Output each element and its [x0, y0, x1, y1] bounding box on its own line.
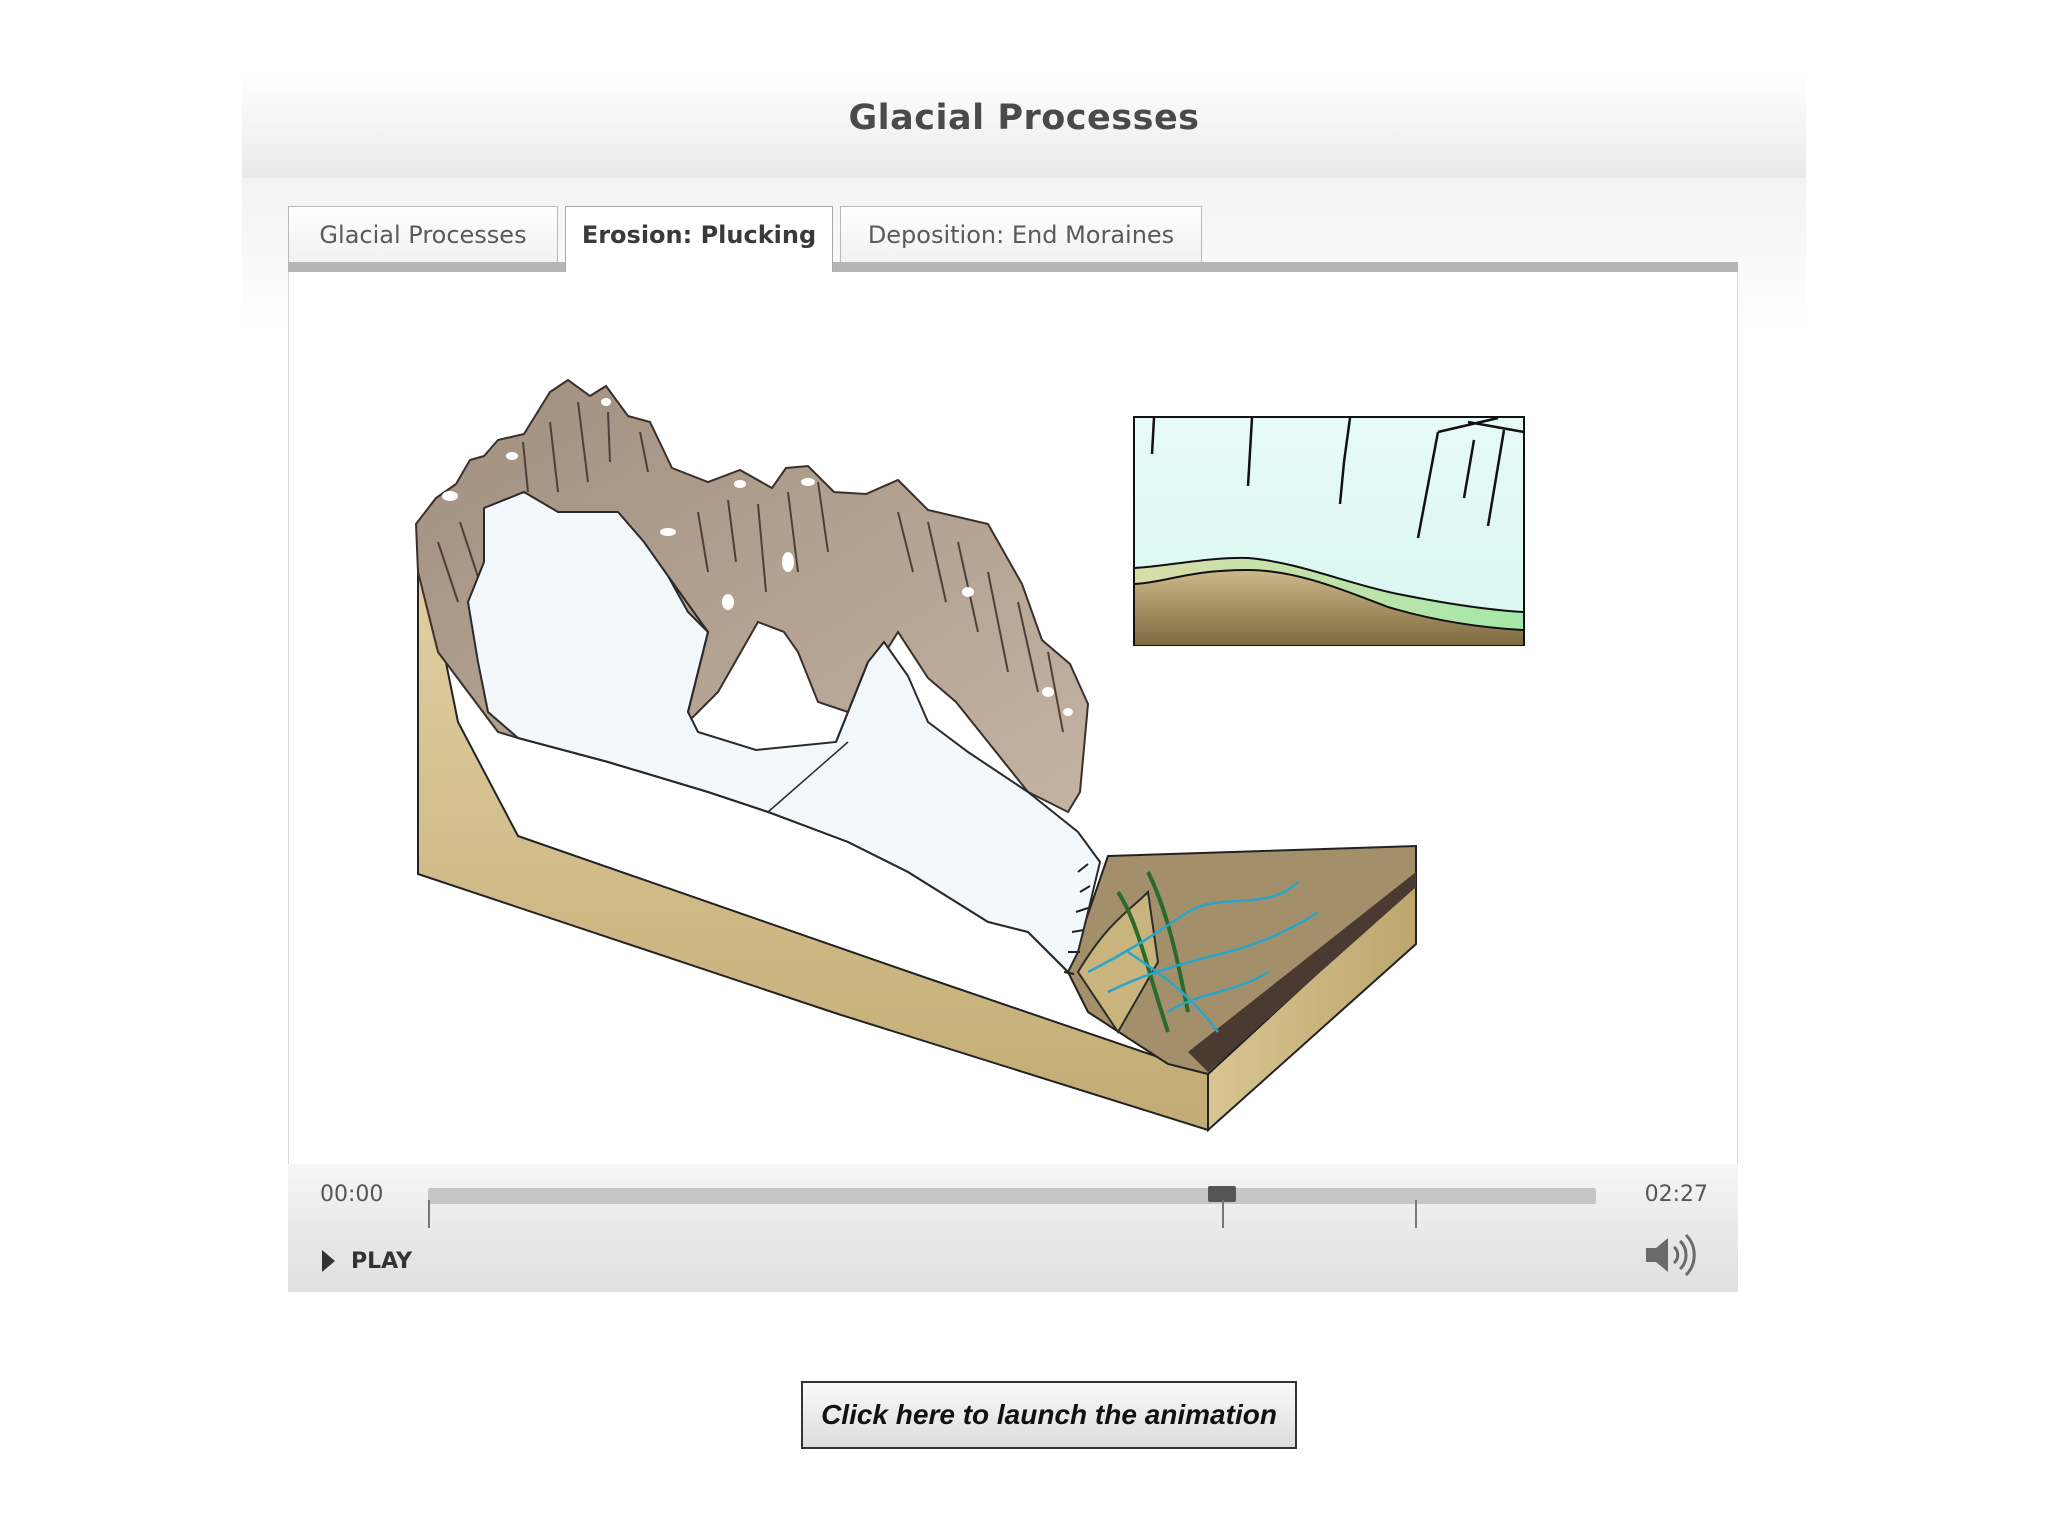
- tab-deposition-end-moraines[interactable]: Deposition: End Moraines: [840, 206, 1202, 262]
- play-icon: [322, 1250, 335, 1272]
- glacier-ice: [466, 490, 1102, 975]
- marker-tick: [1414, 1200, 1417, 1228]
- current-time: 00:00: [320, 1182, 384, 1207]
- outwash-plain: [1076, 871, 1319, 1034]
- total-time: 02:27: [1644, 1182, 1708, 1207]
- play-label: PLAY: [351, 1248, 412, 1274]
- header-bar: Glacial Processes: [242, 70, 1806, 179]
- player-controls: 00:00 02:27 PLAY: [288, 1164, 1738, 1292]
- page-title: Glacial Processes: [848, 98, 1200, 138]
- progress-track[interactable]: [428, 1186, 1596, 1204]
- marker-tick: [428, 1200, 430, 1228]
- tab-glacial-processes[interactable]: Glacial Processes: [288, 206, 558, 262]
- tab-strip: Glacial Processes Erosion: Plucking Depo…: [288, 206, 1738, 272]
- launch-animation-button[interactable]: Click here to launch the animation: [801, 1381, 1297, 1449]
- progress-thumb[interactable]: [1208, 1186, 1237, 1202]
- valley-block: [417, 523, 1417, 1133]
- marker-tick: [1222, 1200, 1225, 1228]
- speaker-icon[interactable]: [1642, 1230, 1698, 1280]
- glacier-illustration: [414, 378, 1525, 1133]
- tab-underline: [288, 262, 1738, 272]
- tab-erosion-plucking[interactable]: Erosion: Plucking: [565, 206, 833, 272]
- play-button[interactable]: PLAY: [322, 1246, 412, 1276]
- inset-closeup: [1133, 416, 1525, 646]
